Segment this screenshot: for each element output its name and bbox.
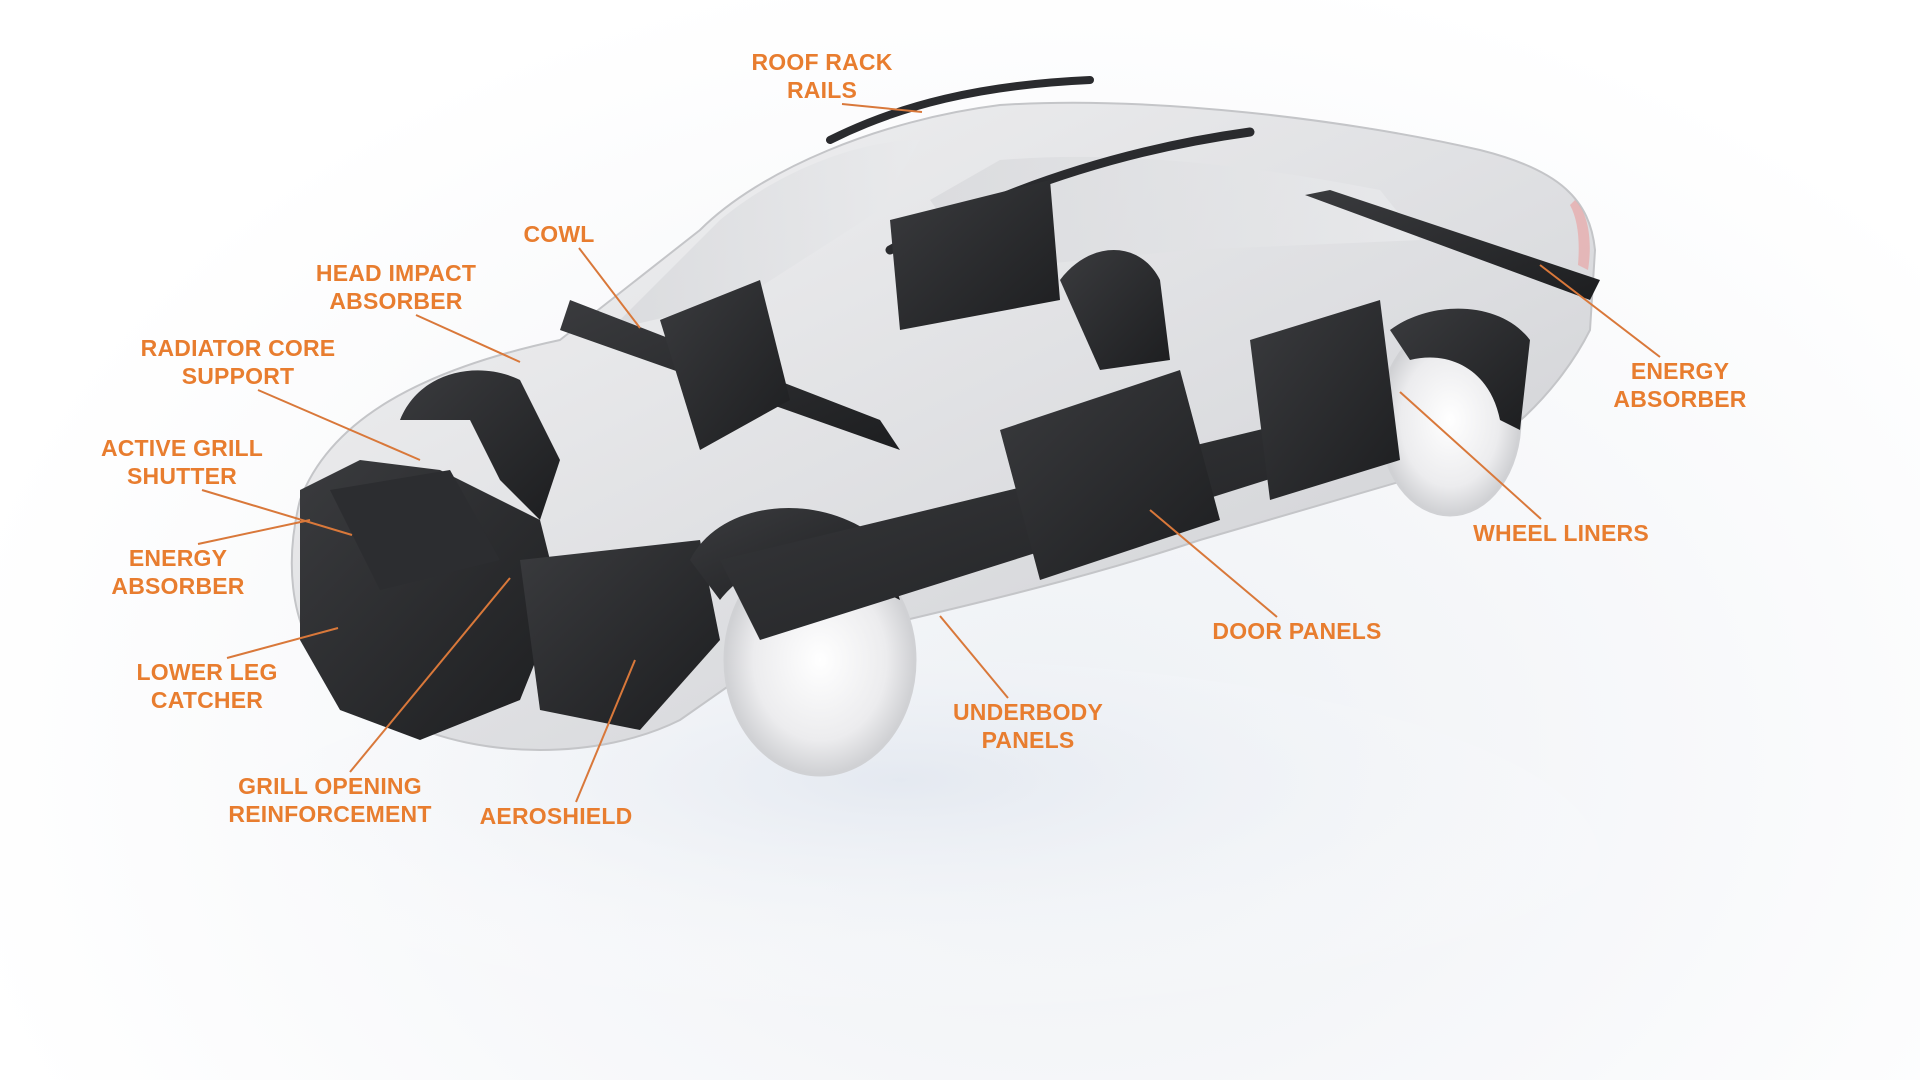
label-text: SHUTTER	[126, 463, 237, 489]
label-text: ABSORBER	[329, 288, 463, 314]
label-text: RAILS	[786, 77, 857, 103]
label-text: ABSORBER	[1613, 386, 1747, 412]
label-text: ACTIVE GRILL	[100, 435, 264, 461]
leader-lines	[197, 103, 1661, 803]
aeroshield-part	[520, 540, 720, 730]
label-text: DOOR PANELS	[1212, 618, 1382, 644]
active-grill-shutter-part	[330, 470, 500, 590]
label-text: PANELS	[981, 727, 1075, 753]
label-text: AEROSHIELD	[479, 803, 633, 829]
radiator-core-support-part	[400, 370, 560, 520]
leader-line-door-panels	[1149, 509, 1278, 618]
leader-line-cowl	[578, 247, 641, 329]
rear-door-panel-upper	[890, 180, 1060, 330]
leader-line-grill-opening-reinforcement	[349, 577, 511, 773]
label-text: ROOF RACK	[751, 49, 893, 75]
label-text: WHEEL LINERS	[1473, 520, 1649, 546]
windshield	[610, 140, 920, 330]
leader-line-lower-leg-catcher	[226, 627, 339, 659]
label-text: ABSORBER	[111, 573, 245, 599]
label-text: HEAD IMPACT	[315, 260, 477, 286]
leader-line-underbody-panels	[939, 615, 1009, 699]
leader-line-radiator-core-support	[257, 389, 421, 461]
rear-wheel-liner	[1390, 308, 1530, 430]
rear-door-panel	[1250, 300, 1400, 500]
label-cowl: COWL	[523, 220, 594, 248]
tail-light	[1570, 200, 1590, 270]
label-text: REINFORCEMENT	[228, 801, 432, 827]
components	[300, 180, 1600, 740]
door-panel-lower	[1000, 370, 1220, 580]
label-text: RADIATOR CORE	[140, 335, 336, 361]
label-text: ENERGY	[1630, 358, 1730, 384]
leader-line-energy-absorber-rear	[1539, 264, 1661, 358]
front-door-panel	[660, 280, 790, 450]
label-text: GRILL OPENING	[238, 773, 422, 799]
leader-line-aeroshield	[575, 659, 636, 803]
label-text: ENERGY	[128, 545, 228, 571]
label-text: COWL	[523, 221, 595, 247]
leader-line-head-impact-absorber	[415, 314, 521, 363]
leader-line-energy-absorber-front	[197, 519, 311, 545]
label-text: SUPPORT	[181, 363, 295, 389]
label-wheel-liners: WHEEL LINERS	[1473, 519, 1649, 547]
leader-line-wheel-liners	[1399, 391, 1542, 520]
label-aeroshield: AEROSHIELD	[480, 802, 633, 830]
label-door-panels: DOOR PANELS	[1212, 617, 1381, 645]
floor-reflection	[200, 660, 1600, 1060]
leader-line-active-grill-shutter	[201, 489, 353, 536]
roof-rail-front	[826, 76, 1094, 144]
label-text: UNDERBODY	[952, 699, 1104, 725]
label-text: CATCHER	[150, 687, 264, 713]
label-text: LOWER LEG	[136, 659, 278, 685]
leader-line-roof-rack-rails	[841, 103, 923, 113]
rear-energy-absorber-part	[1305, 190, 1600, 300]
c-pillar-part	[1060, 250, 1170, 370]
